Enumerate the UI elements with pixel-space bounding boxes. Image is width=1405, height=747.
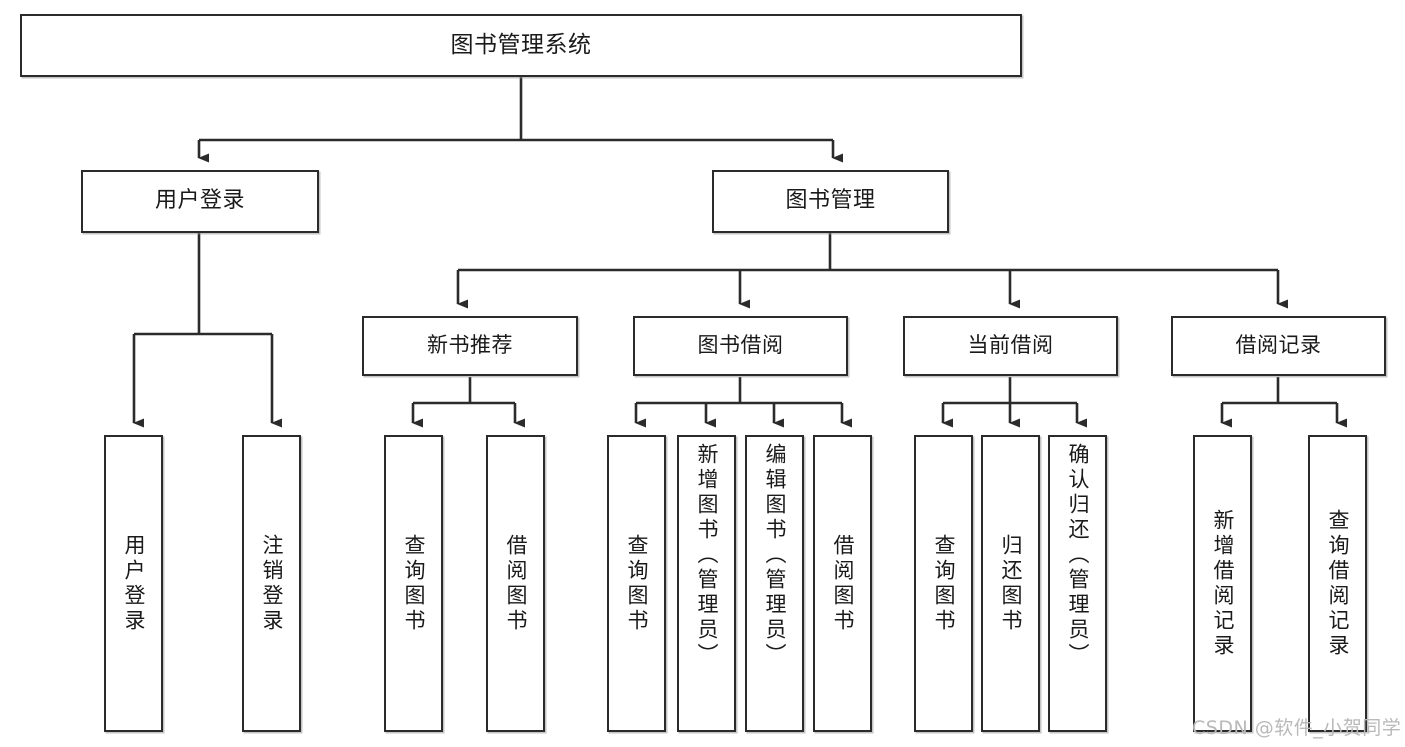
node-book-management-label: 图书管理 xyxy=(785,188,876,214)
node-leaf-add-book-admin-label: 新增图书（管理员） xyxy=(695,443,719,668)
node-current-borrowing-label: 当前借阅 xyxy=(967,333,1054,358)
node-leaf-confirm-return-admin-label: 确认归还（管理员） xyxy=(1066,443,1090,668)
node-book-borrowing[interactable]: 图书借阅 xyxy=(633,316,848,376)
node-leaf-query-borrow-record-label: 查询借阅记录 xyxy=(1326,508,1350,659)
node-user-login[interactable]: 用户登录 xyxy=(81,170,319,233)
node-leaf-borrow-book[interactable]: 借阅图书 xyxy=(813,435,872,732)
node-leaf-confirm-return-admin[interactable]: 确认归还（管理员） xyxy=(1048,435,1107,732)
node-leaf-return-book-label: 归还图书 xyxy=(999,533,1023,634)
node-borrowing-record-label: 借阅记录 xyxy=(1235,333,1322,358)
node-leaf-logout[interactable]: 注销登录 xyxy=(242,435,301,732)
node-book-borrowing-label: 图书借阅 xyxy=(697,333,784,358)
node-leaf-query-book-current[interactable]: 查询图书 xyxy=(914,435,973,732)
node-leaf-query-book-newbook[interactable]: 查询图书 xyxy=(384,435,443,732)
node-root-book-management-system[interactable]: 图书管理系统 xyxy=(20,14,1022,77)
node-new-book-recommendation[interactable]: 新书推荐 xyxy=(362,316,578,376)
node-leaf-logout-label: 注销登录 xyxy=(260,533,284,634)
node-leaf-user-login-label: 用户登录 xyxy=(122,533,146,634)
node-book-management[interactable]: 图书管理 xyxy=(712,170,949,233)
node-leaf-add-book-admin[interactable]: 新增图书（管理员） xyxy=(677,435,736,732)
node-user-login-label: 用户登录 xyxy=(154,188,245,214)
node-leaf-query-book-newbook-label: 查询图书 xyxy=(402,533,426,634)
node-leaf-edit-book-admin-label: 编辑图书（管理员） xyxy=(763,443,787,668)
node-leaf-add-borrow-record[interactable]: 新增借阅记录 xyxy=(1193,435,1252,732)
node-leaf-borrow-book-label: 借阅图书 xyxy=(831,533,855,634)
node-root-label: 图书管理系统 xyxy=(450,31,592,58)
node-leaf-user-login[interactable]: 用户登录 xyxy=(104,435,163,732)
node-current-borrowing[interactable]: 当前借阅 xyxy=(903,316,1118,376)
node-leaf-borrow-book-newbook[interactable]: 借阅图书 xyxy=(486,435,545,732)
node-leaf-edit-book-admin[interactable]: 编辑图书（管理员） xyxy=(745,435,804,732)
node-leaf-query-book-borrow-label: 查询图书 xyxy=(625,533,649,634)
node-leaf-return-book[interactable]: 归还图书 xyxy=(981,435,1040,732)
node-borrowing-record[interactable]: 借阅记录 xyxy=(1171,316,1386,376)
node-leaf-borrow-book-newbook-label: 借阅图书 xyxy=(504,533,528,634)
node-leaf-query-book-current-label: 查询图书 xyxy=(932,533,956,634)
node-leaf-query-borrow-record[interactable]: 查询借阅记录 xyxy=(1308,435,1367,732)
node-leaf-add-borrow-record-label: 新增借阅记录 xyxy=(1211,508,1235,659)
node-leaf-query-book-borrow[interactable]: 查询图书 xyxy=(607,435,666,732)
node-new-book-recommendation-label: 新书推荐 xyxy=(427,333,513,358)
